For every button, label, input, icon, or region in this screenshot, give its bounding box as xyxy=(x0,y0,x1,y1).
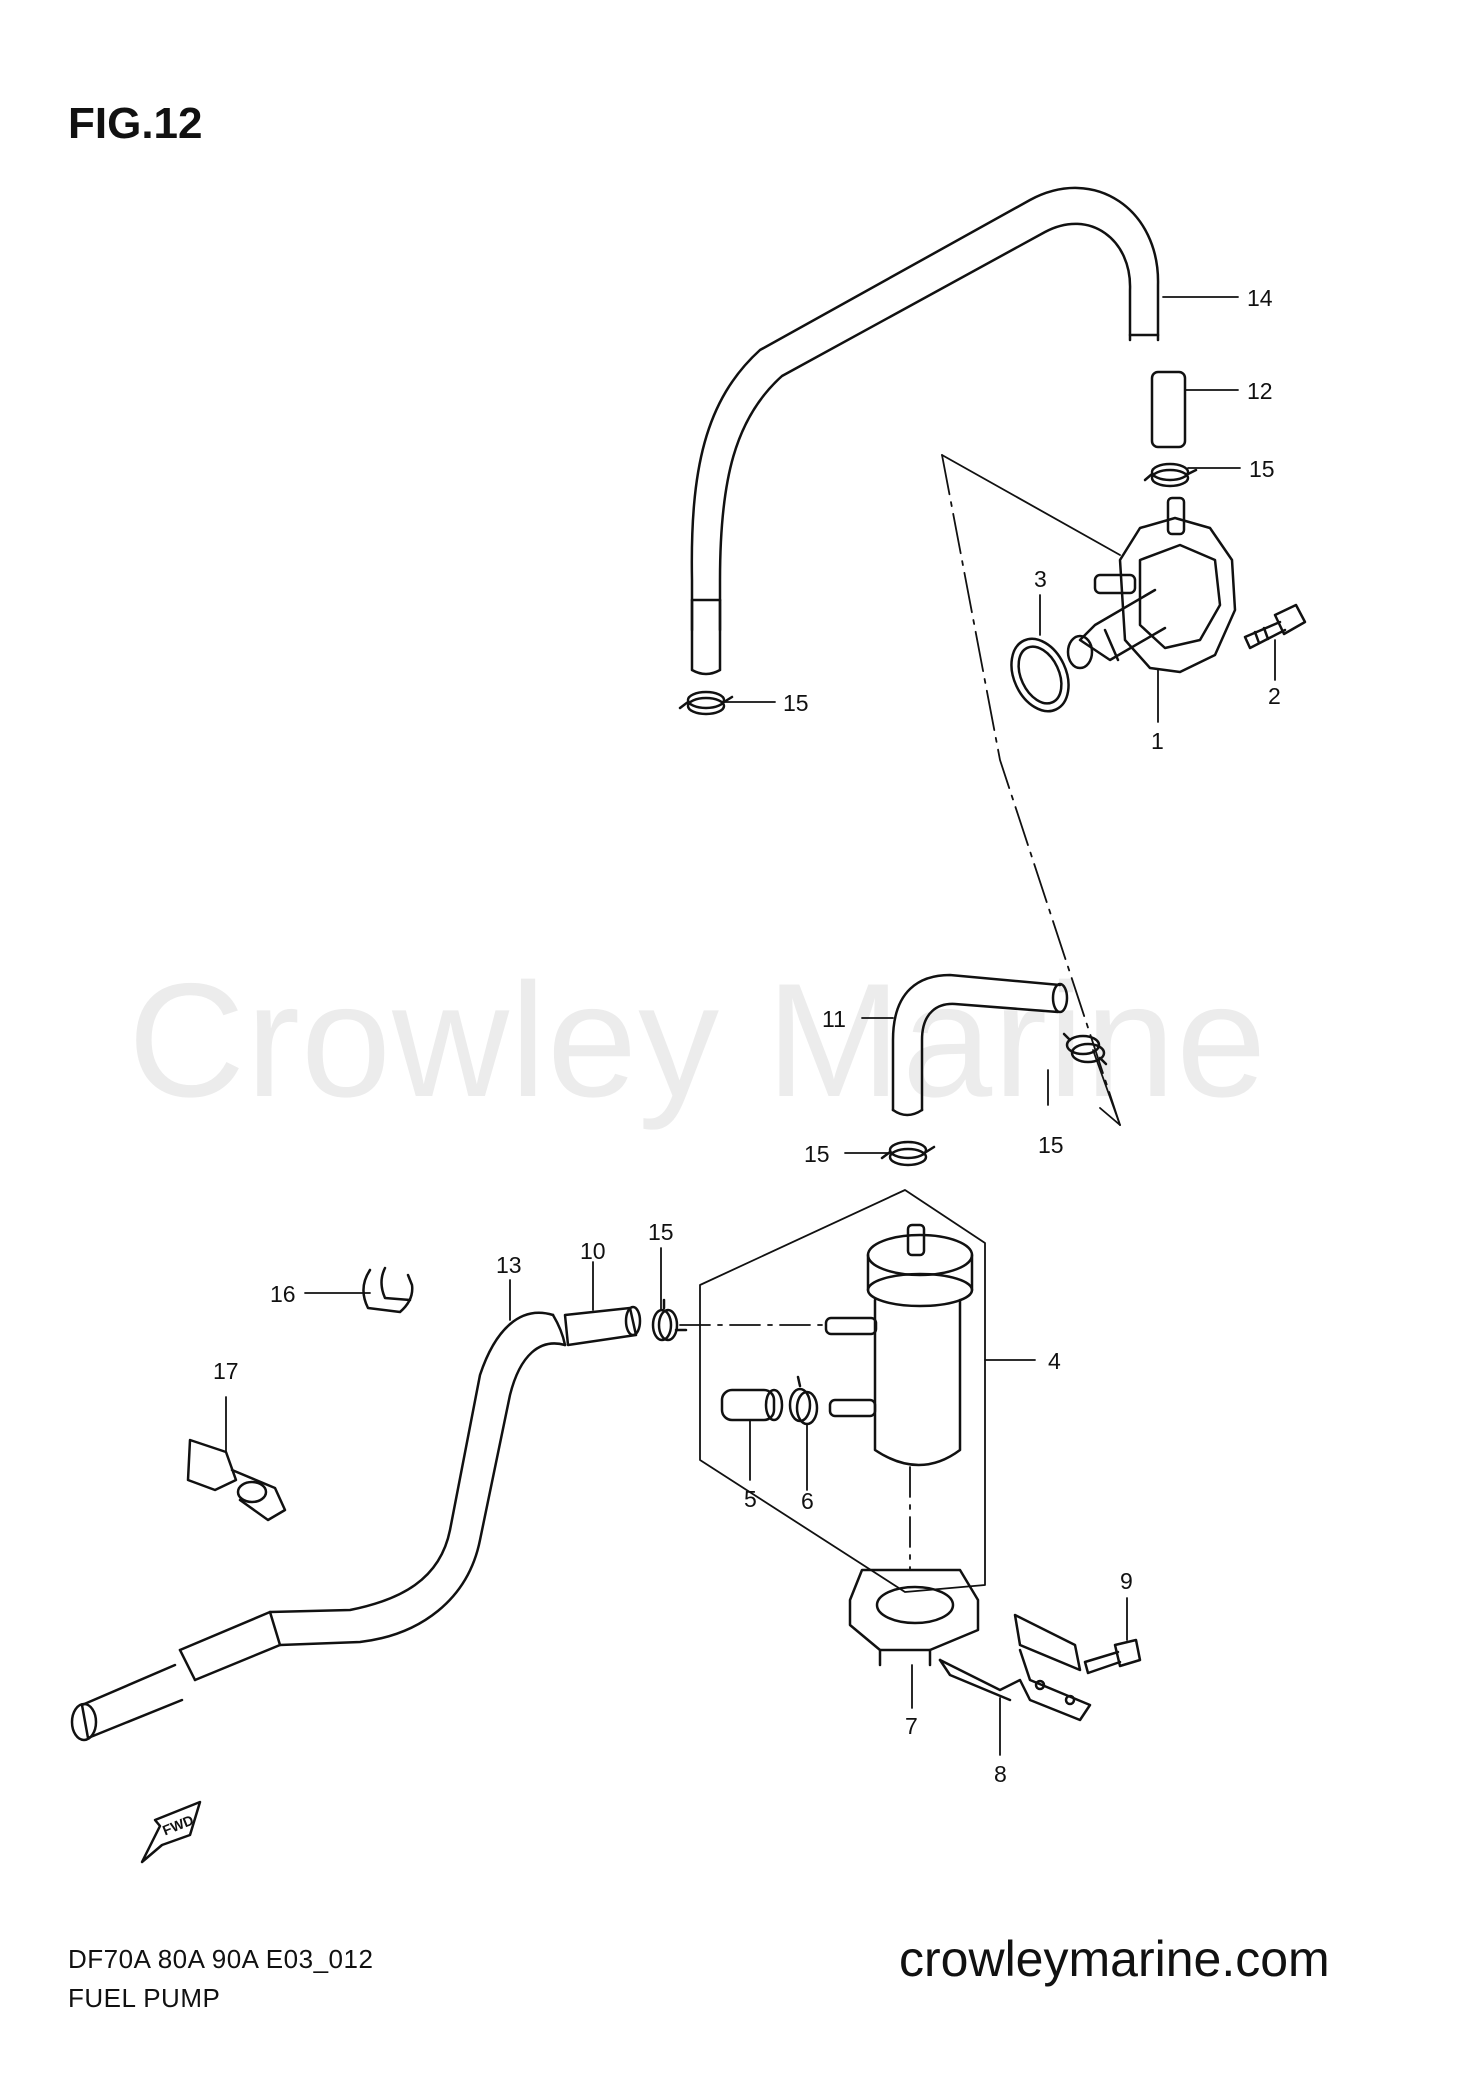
figure-title: FIG.12 xyxy=(68,99,203,148)
watermark: Crowley Marine xyxy=(128,950,1268,1131)
clip-17 xyxy=(186,1438,287,1522)
fuel-filter-4 xyxy=(679,1189,986,1593)
hose-13 xyxy=(70,1311,567,1742)
clamp-15-left xyxy=(678,690,734,716)
clamp-15-mid xyxy=(1062,1032,1108,1066)
clamp-6 xyxy=(788,1375,819,1426)
clamp-15-filter-top xyxy=(880,1140,936,1167)
callout-15-top: 15 xyxy=(1249,456,1275,482)
callout-10: 10 xyxy=(580,1238,606,1264)
callout-3: 3 xyxy=(1034,566,1047,592)
callout-15-hose: 15 xyxy=(648,1219,674,1245)
callout-6: 6 xyxy=(801,1488,814,1514)
callout-15-left: 15 xyxy=(783,690,809,716)
callout-2: 2 xyxy=(1268,683,1281,709)
leader-outline-fuel-pump xyxy=(941,454,1121,1126)
hose-10 xyxy=(563,1305,642,1347)
callout-1: 1 xyxy=(1151,728,1164,754)
fuel-pump-1 xyxy=(1066,496,1237,674)
callout-8: 8 xyxy=(994,1761,1007,1787)
o-ring-3 xyxy=(1010,637,1070,713)
clip-16 xyxy=(362,1266,414,1314)
callout-17: 17 xyxy=(213,1358,239,1384)
site-url: crowleymarine.com xyxy=(899,1931,1330,1987)
diagram-caption: FUEL PUMP xyxy=(68,1983,221,2013)
bracket-8 xyxy=(938,1613,1092,1722)
fwd-arrow-icon xyxy=(140,1800,202,1864)
callout-15-mid: 15 xyxy=(1038,1132,1064,1158)
hose-12 xyxy=(1150,370,1187,449)
callout-16: 16 xyxy=(270,1281,296,1307)
bolt-2 xyxy=(1243,603,1307,650)
hose-14 xyxy=(690,186,1160,676)
callout-14: 14 xyxy=(1247,285,1273,311)
callout-leaders xyxy=(225,296,1276,1756)
callout-9: 9 xyxy=(1120,1568,1133,1594)
callout-4: 4 xyxy=(1048,1348,1061,1374)
callout-12: 12 xyxy=(1247,378,1273,404)
clamp-15-hose10 xyxy=(651,1298,688,1342)
model-code: DF70A 80A 90A E03_012 xyxy=(68,1944,374,1974)
hose-piece-5 xyxy=(720,1388,784,1422)
clamp-15-top xyxy=(1143,462,1198,488)
bolt-9 xyxy=(1083,1638,1142,1675)
callout-11: 11 xyxy=(822,1006,846,1032)
callout-15-filter: 15 xyxy=(804,1141,830,1167)
callout-5: 5 xyxy=(744,1486,757,1512)
callout-7: 7 xyxy=(905,1713,918,1739)
hose-11 xyxy=(891,973,1069,1117)
callout-13: 13 xyxy=(496,1252,522,1278)
bracket-7 xyxy=(848,1568,980,1667)
